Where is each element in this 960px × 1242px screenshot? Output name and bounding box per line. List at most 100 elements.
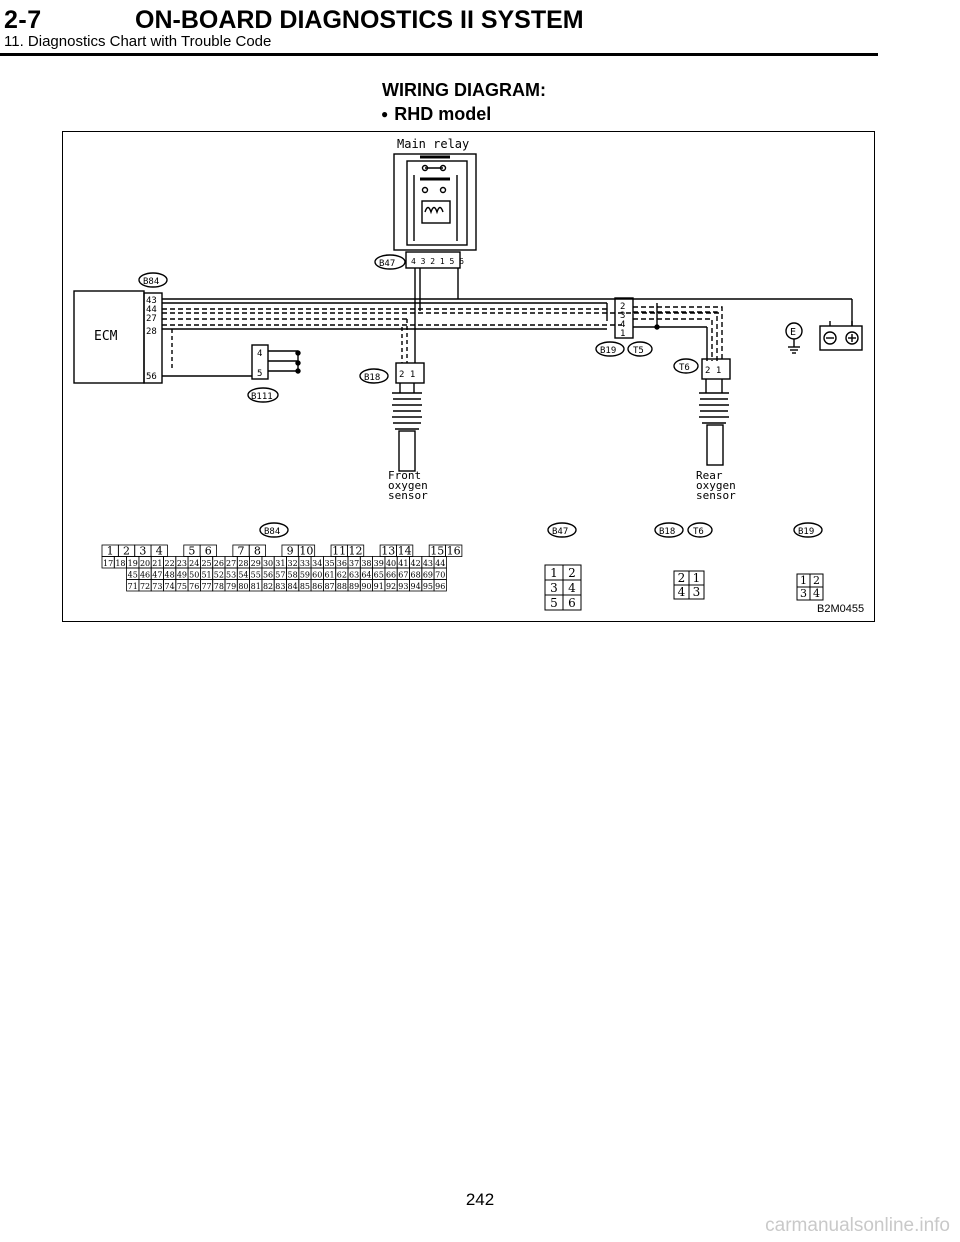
b84-pin-number: 11 xyxy=(332,545,346,558)
b84-pin-number: 68 xyxy=(411,571,421,580)
b47-label: B47 xyxy=(379,259,395,269)
b84-pin-number: 48 xyxy=(165,571,175,580)
b84-pin-number: 60 xyxy=(312,571,322,580)
ecm-pin: 44 xyxy=(146,305,157,315)
watermark: carmanualsonline.info xyxy=(765,1215,950,1236)
b84-pin-number: 27 xyxy=(226,559,236,568)
b18-legend-label: B18 xyxy=(659,527,675,537)
figure-bullet-text: RHD model xyxy=(394,104,492,124)
b84-pin-number: 71 xyxy=(128,582,138,591)
b84-pin-number: 70 xyxy=(435,571,445,580)
b47-pin-number: 3 xyxy=(550,581,558,595)
b18-pin-number: 1 xyxy=(693,571,701,585)
b84-pin-number: 80 xyxy=(238,582,248,591)
b84-pin-number: 63 xyxy=(349,571,359,580)
t6-label-top: T6 xyxy=(679,363,690,373)
ecm-pin: 27 xyxy=(146,314,157,324)
svg-text:4 3 2 1 5 6: 4 3 2 1 5 6 xyxy=(411,257,464,266)
b84-pin-number: 95 xyxy=(423,582,433,591)
b84-pin-number: 43 xyxy=(423,559,433,568)
b84-pin-number: 88 xyxy=(337,582,347,591)
b84-pin-number: 55 xyxy=(251,571,261,580)
b84-pin-number: 30 xyxy=(263,559,273,568)
b19-connector xyxy=(614,297,634,339)
b111-label: B111 xyxy=(251,392,273,402)
b84-pin-number: 92 xyxy=(386,582,396,591)
page-subtitle: 11. Diagnostics Chart with Trouble Code xyxy=(4,33,272,50)
b84-pin-number: 38 xyxy=(361,559,371,568)
b47-pin-number: 1 xyxy=(550,566,558,580)
b19-pin-number: 2 xyxy=(813,574,820,587)
page-number: 242 xyxy=(465,1190,495,1209)
b84-pin-number: 62 xyxy=(337,571,347,580)
front-sensor-label: Front xyxy=(388,469,421,482)
ground-e-label: E xyxy=(790,327,796,338)
b84-pin-number: 67 xyxy=(398,571,408,580)
b84-label-top: B84 xyxy=(143,277,159,287)
b84-pin-number: 84 xyxy=(288,582,298,591)
front-sensor-label: oxygen xyxy=(388,479,428,492)
rear-sensor-label: Rear xyxy=(696,469,723,482)
b84-pin-number: 56 xyxy=(263,571,273,580)
b19-pin-number: 4 xyxy=(813,587,820,600)
b84-pin-number: 33 xyxy=(300,559,310,568)
b84-pin-number: 72 xyxy=(140,582,150,591)
b84-pin-number: 45 xyxy=(128,571,138,580)
b84-pin-number: 77 xyxy=(201,582,211,591)
b19-label-top: B19 xyxy=(600,346,616,356)
battery xyxy=(819,321,863,351)
b18-pin-number: 4 xyxy=(678,585,686,599)
b84-pin-number: 37 xyxy=(349,559,359,568)
b47-legend-label: B47 xyxy=(552,527,568,537)
ecm-pin: 43 xyxy=(146,296,157,306)
header-rule xyxy=(0,53,878,56)
b84-pin-number: 18 xyxy=(115,559,125,568)
b19-pin: 1 xyxy=(620,329,625,339)
front-sensor-label: sensor xyxy=(388,489,428,502)
b19-pin-number: 1 xyxy=(800,574,807,587)
ground-symbol: E xyxy=(785,322,803,354)
b84-pin-number: 26 xyxy=(214,559,224,568)
b84-pin-number: 7 xyxy=(237,545,244,558)
b84-pin-number: 5 xyxy=(188,545,195,558)
b18-connector xyxy=(395,362,425,384)
b84-pin-number: 51 xyxy=(201,571,211,580)
svg-text:2 1: 2 1 xyxy=(399,370,415,380)
b84-cell xyxy=(433,579,447,592)
b84-pin-number: 64 xyxy=(361,571,371,580)
diagram-frame xyxy=(62,131,875,622)
b84-pin-number: 4 xyxy=(156,545,163,558)
b47-pin-number: 6 xyxy=(568,596,576,610)
b84-pin-number: 74 xyxy=(165,582,175,591)
b84-pin-number: 28 xyxy=(238,559,248,568)
b84-pin-number: 14 xyxy=(398,545,412,558)
b84-pin-number: 75 xyxy=(177,582,187,591)
b84-pin-number: 29 xyxy=(251,559,261,568)
rear-oxygen-sensor: Rear oxygen sensor xyxy=(696,392,736,502)
b84-pin-number: 10 xyxy=(299,545,313,558)
rear-sensor-label: sensor xyxy=(696,489,736,502)
b84-pin-number: 17 xyxy=(103,559,113,568)
b84-pin-number: 73 xyxy=(152,582,162,591)
b84-pin-number: 25 xyxy=(201,559,211,568)
b84-pin-number: 32 xyxy=(288,559,298,568)
main-relay: Main relay xyxy=(393,137,477,251)
b84-pin-number: 53 xyxy=(226,571,236,580)
b84-pin-number: 49 xyxy=(177,571,187,580)
b84-pin-number: 15 xyxy=(430,545,444,558)
wiring-diagram: Main relay 4 3 2 1 5 6 B47 ECM 43 44 27 … xyxy=(73,137,863,611)
b84-pin-number: 44 xyxy=(435,559,445,568)
b84-pin-number: 85 xyxy=(300,582,310,591)
b18-cell xyxy=(688,584,705,600)
ecm-pin: 56 xyxy=(146,372,157,382)
b84-pin-number: 13 xyxy=(381,545,395,558)
b84-pin-number: 57 xyxy=(275,571,285,580)
b84-pin-number: 34 xyxy=(312,559,322,568)
b47-connector xyxy=(405,251,461,269)
b84-pin-number: 86 xyxy=(312,582,322,591)
b19-pin: 3 xyxy=(620,311,625,321)
b84-pin-number: 69 xyxy=(423,571,433,580)
bullet-icon: ● xyxy=(381,107,389,121)
b84-pin-number: 21 xyxy=(152,559,162,568)
